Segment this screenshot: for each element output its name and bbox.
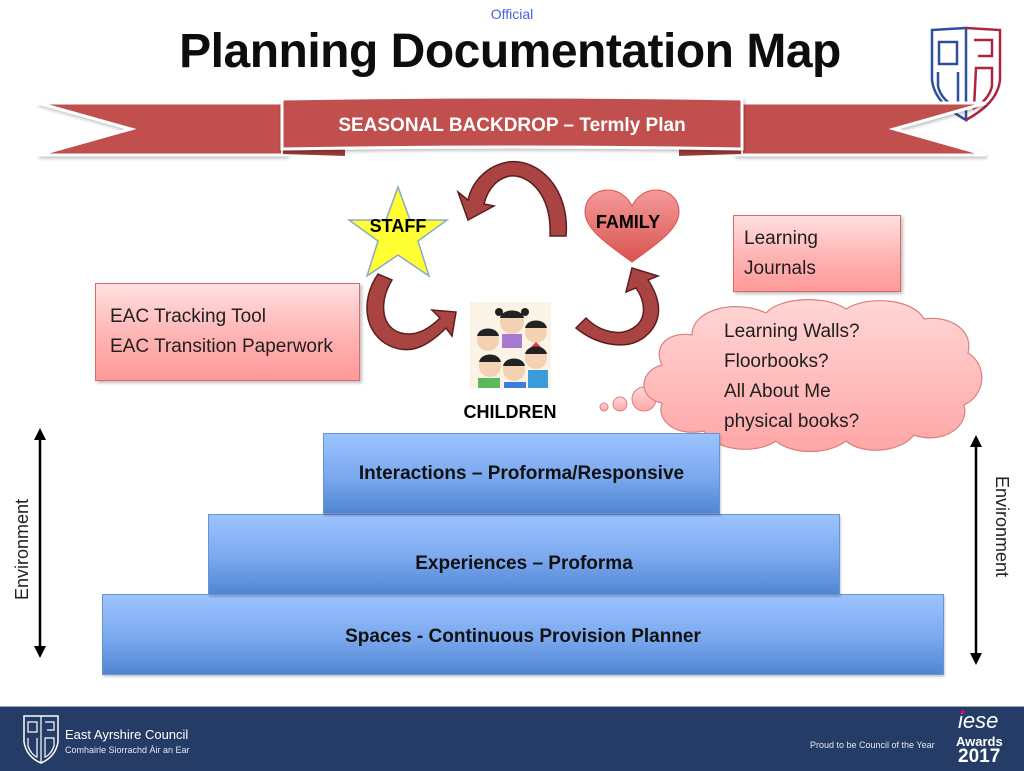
eac-tools-box: EAC Tracking Tool EAC Transition Paperwo…: [95, 283, 360, 381]
seasonal-backdrop-label: SEASONAL BACKDROP – Termly Plan: [338, 115, 686, 136]
relationship-cycle: [346, 160, 680, 351]
staff-star-icon: [346, 184, 450, 278]
classification-label: Official: [490, 6, 534, 22]
awards-label: Awards: [956, 734, 1003, 749]
council-of-year-text: Proud to be Council of the Year: [810, 740, 935, 750]
floorbooks-text: Floorbooks?: [724, 351, 829, 372]
council-name-gaelic: Comhairle Siorrachd Àir an Ear: [65, 745, 190, 755]
awards-year: 2017: [958, 746, 1001, 767]
arrow-children-to-family-icon: [574, 267, 661, 346]
learning-walls-text: Learning Walls?: [724, 321, 860, 342]
eac-transition-paperwork-text: EAC Transition Paperwork: [110, 336, 333, 357]
pyramid-level-experiences: Experiences – Proforma: [208, 514, 840, 595]
eac-tracking-tool-text: EAC Tracking Tool: [110, 306, 266, 327]
arrow-family-to-staff-icon: [456, 160, 568, 237]
pyramid-level-spaces: Spaces - Continuous Provision Planner: [102, 594, 944, 675]
seasonal-banner-ribbon: [37, 95, 987, 159]
council-name: East Ayrshire Council: [65, 727, 189, 742]
environment-label-left: Environment: [12, 498, 32, 600]
journals-line-1: Learning: [744, 228, 818, 249]
physical-books-text: physical books?: [724, 411, 860, 432]
staff-label: STAFF: [369, 216, 427, 236]
all-about-me-text: All About Me: [724, 381, 831, 402]
children-illustration-icon: [470, 302, 551, 388]
east-ayrshire-crest-icon: [23, 715, 59, 764]
arrow-staff-to-children-icon: [366, 273, 457, 351]
environment-label-right: Environment: [992, 476, 1012, 578]
journals-line-2: Journals: [744, 258, 816, 279]
iese-dot-icon: [961, 710, 965, 714]
footer-bar: [0, 706, 1024, 771]
family-heart-icon: [584, 189, 680, 263]
thought-cloud-icon: [599, 299, 983, 452]
learning-journals-box: Learning Journals: [733, 215, 901, 292]
family-label: FAMILY: [595, 212, 661, 232]
double-arrow-right-icon: [970, 435, 982, 665]
children-label: CHILDREN: [463, 402, 557, 422]
pyramid-level-interactions: Interactions – Proforma/Responsive: [323, 433, 720, 514]
page-title: Planning Documentation Map: [179, 25, 841, 78]
thought-cloud-text: Learning Walls? Floorbooks? All About Me…: [724, 317, 924, 437]
double-arrow-left-icon: [34, 428, 46, 658]
